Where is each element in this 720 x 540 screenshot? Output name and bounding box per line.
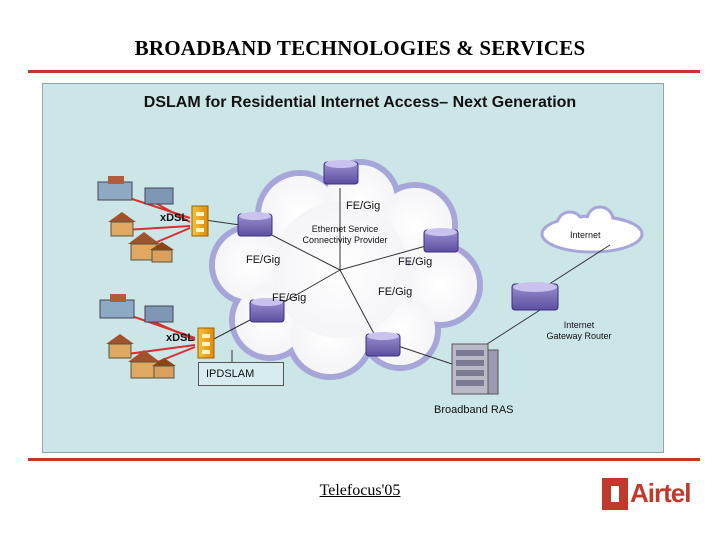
cloud-label: Ethernet Service Connectivity Provider [282, 224, 408, 246]
internet-label: Internet [570, 230, 601, 241]
airtel-logo-mark-icon [602, 478, 628, 510]
house-icon [108, 212, 136, 236]
xdsl-label-top: xDSL [160, 212, 188, 224]
link-label-top: FE/Gig [346, 200, 380, 212]
bottom-divider [28, 458, 700, 461]
office-building-icon [98, 176, 132, 200]
house-icon [106, 334, 134, 358]
ethernet-cloud [212, 162, 480, 377]
router-icon [512, 282, 558, 310]
dslam-icon [198, 328, 214, 358]
xdsl-label-bottom: xDSL [166, 332, 194, 344]
broadband-ras-label: Broadband RAS [434, 404, 514, 416]
router-icon [238, 212, 272, 236]
router-icon [324, 160, 358, 184]
airtel-logo: Airtel [602, 478, 686, 510]
airtel-logo-text: Airtel [630, 478, 690, 509]
link-label-right: FE/Gig [398, 256, 432, 268]
gateway-router-label: Internet Gateway Router [536, 320, 622, 342]
link-label-lower-left: FE/Gig [272, 292, 306, 304]
rack-server-icon [452, 344, 498, 394]
ipdslam-label: IPDSLAM [206, 368, 254, 380]
router-icon [424, 228, 458, 252]
link-label-left: FE/Gig [246, 254, 280, 266]
link-label-lower-right: FE/Gig [378, 286, 412, 298]
footer-text: Telefocus'05 [320, 482, 401, 499]
office-building-icon [145, 306, 173, 322]
office-building-icon [145, 188, 173, 204]
dslam-icon [192, 206, 208, 236]
office-building-icon [100, 294, 134, 318]
router-icon [366, 332, 400, 356]
